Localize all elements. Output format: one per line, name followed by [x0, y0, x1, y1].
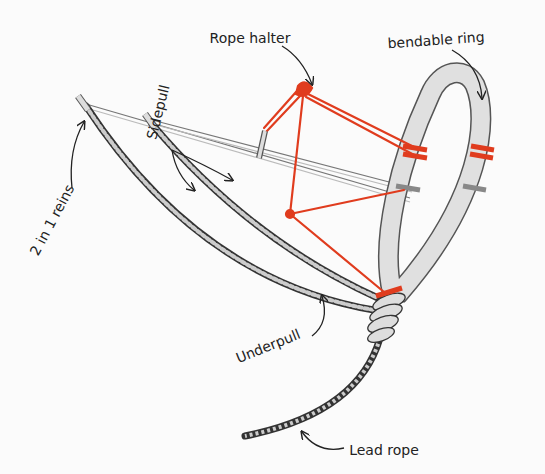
rope-twist [86, 106, 374, 310]
halter-rope [290, 96, 303, 214]
leader-arrow [172, 150, 194, 190]
ring-outline [388, 73, 480, 292]
throat-knot [286, 210, 294, 218]
coil-wrap [366, 290, 408, 346]
tail-tip [259, 131, 265, 158]
coil [366, 325, 396, 346]
part-label: 2 in 1 reins [27, 182, 78, 258]
leader-arrows [71, 46, 482, 449]
leader-arrow [172, 150, 232, 180]
band [396, 186, 420, 190]
rope [86, 106, 374, 310]
halter-rope [290, 214, 384, 292]
part-label: Rope halter [210, 30, 291, 46]
lashing [471, 146, 494, 150]
sidepull-lines [86, 104, 412, 202]
leader-arrow [312, 296, 324, 336]
leader-arrow [452, 50, 482, 98]
sidepull-line [86, 108, 410, 202]
halter-tail [264, 92, 296, 128]
rope-halter [264, 82, 416, 292]
underpull-ropes [86, 106, 378, 310]
leader-arrow [71, 122, 84, 188]
tail-tip [259, 131, 265, 158]
rein-tip [78, 96, 88, 110]
halter-knot [296, 82, 312, 96]
leader-arrow [282, 46, 312, 84]
band [463, 186, 486, 190]
halter-rope [290, 190, 404, 214]
bendable-ring [388, 73, 480, 292]
part-label: bendable ring [387, 29, 485, 52]
rein-tip [78, 96, 88, 110]
part-label: Underpull [234, 326, 303, 366]
halter-rope [306, 97, 416, 156]
halter-rope [304, 92, 416, 148]
lashing [470, 154, 493, 158]
part-label: Lead rope [349, 442, 419, 458]
rein-tips [78, 96, 155, 128]
halter-tail [266, 96, 300, 132]
sidepull-line [86, 104, 410, 198]
sidepull-line [152, 120, 412, 188]
sidepull-line [152, 124, 412, 192]
leader-arrow [302, 432, 344, 449]
